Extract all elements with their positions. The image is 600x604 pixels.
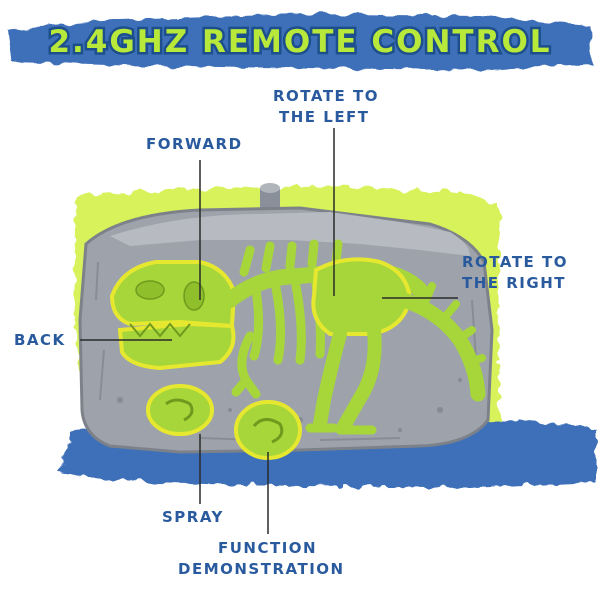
function-egg-button <box>234 400 302 460</box>
label-back: BACK <box>14 331 66 349</box>
label-forward: FORWARD <box>146 135 243 153</box>
label-function-demonstration: FUNCTION DEMONSTRATION <box>178 539 345 578</box>
hip-bone <box>311 257 413 336</box>
title-text: 2.4GHZ REMOTE CONTROL <box>48 24 551 60</box>
label-rotate-right: ROTATE TO THE RIGHT <box>462 253 568 292</box>
top-brush-stroke <box>8 14 592 70</box>
skull-upper <box>109 260 237 329</box>
leader-lines <box>80 128 458 534</box>
dino-skeleton <box>109 239 486 460</box>
label-spray: SPRAY <box>162 508 224 526</box>
spray-egg-button <box>146 384 214 436</box>
skull-lower <box>117 321 236 371</box>
antenna <box>260 183 280 212</box>
label-rotate-left: ROTATE TO THE LEFT <box>273 87 379 126</box>
